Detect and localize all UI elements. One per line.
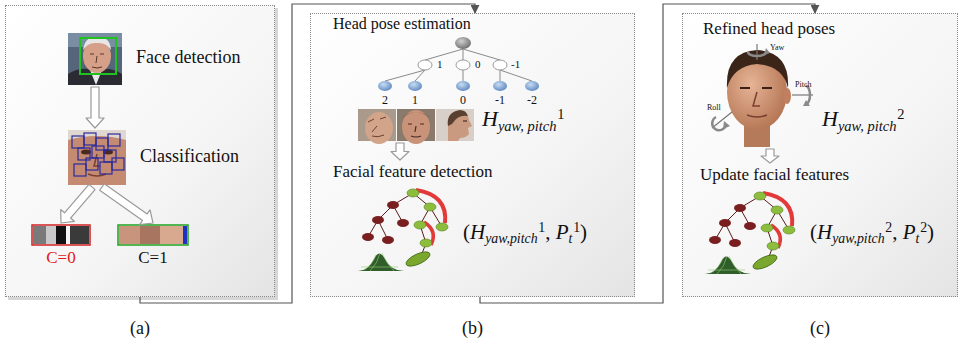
pose-feature-pair-group: (Hyaw,pitch1,Pt1): [463, 220, 587, 245]
face-crops: [358, 109, 474, 144]
feature-tree-model: [705, 192, 795, 274]
pose-feature-pair: 1: [573, 220, 580, 235]
pose-tree: [378, 37, 539, 91]
pose-symbol: yaw, pitch: [498, 118, 557, 134]
branch-number-group: 0: [460, 93, 466, 107]
branch-number-group: 1: [437, 58, 443, 71]
step-image: Facial feature detection: [333, 162, 503, 272]
pose-feature-pair: t: [916, 231, 920, 246]
hollow-arrow: [100, 184, 153, 225]
step-label: Facial feature detection: [333, 162, 493, 182]
connector-arrow: [480, 4, 815, 303]
pose-feature-pair: 2: [920, 220, 927, 235]
step-label: Face detection: [136, 47, 240, 68]
panel-ground: [682, 13, 958, 297]
pose-symbol: H: [482, 106, 498, 131]
branch-number: 0: [475, 58, 481, 70]
panel: (a)Face detectionClassificationC=0C=1: [5, 5, 275, 297]
panel: (c)Refined head posesUpdate facial featu…: [682, 13, 958, 297]
pose-feature-pair: (: [810, 220, 817, 244]
branch-number-group: 1: [412, 93, 418, 107]
pose-feature-pair: ,: [892, 220, 897, 244]
positive-windows: [118, 225, 188, 245]
axis-label: Roll: [707, 103, 721, 112]
pose-feature-pair-group: (Hyaw,pitch2,Pt2): [810, 220, 934, 245]
pose-feature-pair: H: [470, 220, 485, 244]
panel-ground: [310, 13, 635, 297]
branch-number: -1: [495, 93, 505, 107]
window-strip: C=0: [32, 225, 90, 245]
pose-feature-pair: 2: [885, 220, 892, 235]
negative-windows: [32, 225, 90, 245]
pose-feature-pair: yaw,pitch: [485, 231, 537, 246]
branch-number: 1: [437, 58, 443, 70]
step-label: Update facial features: [700, 165, 849, 185]
pose-feature-pair: P: [903, 220, 916, 244]
class-label: C=0: [46, 248, 75, 268]
panel: (b)Head pose estimationFacial feature de…: [310, 13, 635, 297]
pose-symbol-group: Hyaw, pitch1: [482, 106, 564, 132]
classification-photo: [68, 130, 126, 185]
panel-caption: (c): [810, 318, 830, 339]
hollow-arrow: [86, 87, 104, 128]
hollow-arrow: [61, 184, 95, 223]
hollow-arrow: [761, 149, 779, 163]
head-model: [712, 44, 813, 147]
pose-feature-pair: t: [569, 231, 573, 246]
window-strip: C=1: [118, 225, 188, 245]
pose-symbol: yaw, pitch: [838, 118, 897, 134]
hollow-arrow: [391, 143, 409, 160]
branch-number-group: 2: [382, 93, 388, 107]
feature-tree-model: [358, 189, 448, 271]
branch-number: 0: [460, 93, 466, 107]
pose-feature-pair: 1: [538, 220, 545, 235]
pose-feature-pair: ,: [545, 220, 550, 244]
pose-feature-pair: yaw,pitch: [832, 231, 884, 246]
branch-number-group: 0: [475, 58, 481, 71]
pose-symbol: 2: [897, 106, 904, 122]
pose-symbol: H: [822, 106, 838, 131]
step-image: Classification: [68, 130, 126, 185]
pose-feature-pair: H: [817, 220, 832, 244]
branch-number: 1: [412, 93, 418, 107]
axis-label: Pitch: [795, 80, 811, 89]
axis-label-group: Yaw: [770, 43, 784, 53]
pose-feature-pair: P: [556, 220, 569, 244]
axis-label-group: Pitch: [795, 80, 811, 90]
axis-label: Yaw: [770, 43, 784, 52]
step-image: Update facial features: [700, 165, 885, 275]
branch-number: 2: [382, 93, 388, 107]
pose-symbol: 1: [557, 106, 564, 122]
branch-number-group: -2: [527, 93, 537, 107]
face-photo: [68, 33, 122, 85]
step-label: Head pose estimation: [333, 15, 471, 33]
branch-number-group: -1: [511, 58, 520, 71]
step-label: Classification: [140, 146, 239, 167]
pose-feature-pair: ): [927, 220, 934, 244]
pose-feature-pair: (: [463, 220, 470, 244]
branch-number-group: -1: [495, 93, 505, 107]
class-label: C=1: [138, 248, 167, 268]
pose-symbol-group: Hyaw, pitch2: [822, 106, 904, 132]
branch-number: -1: [511, 58, 520, 70]
branch-number: -2: [527, 93, 537, 107]
pose-feature-pair: ): [580, 220, 587, 244]
panel-ground: [5, 5, 275, 297]
step-image: Face detection: [68, 33, 122, 85]
panel-caption: (a): [130, 318, 150, 339]
axis-label-group: Roll: [707, 103, 721, 113]
panel-caption: (b): [462, 318, 483, 339]
step-label: Refined head poses: [703, 19, 835, 39]
